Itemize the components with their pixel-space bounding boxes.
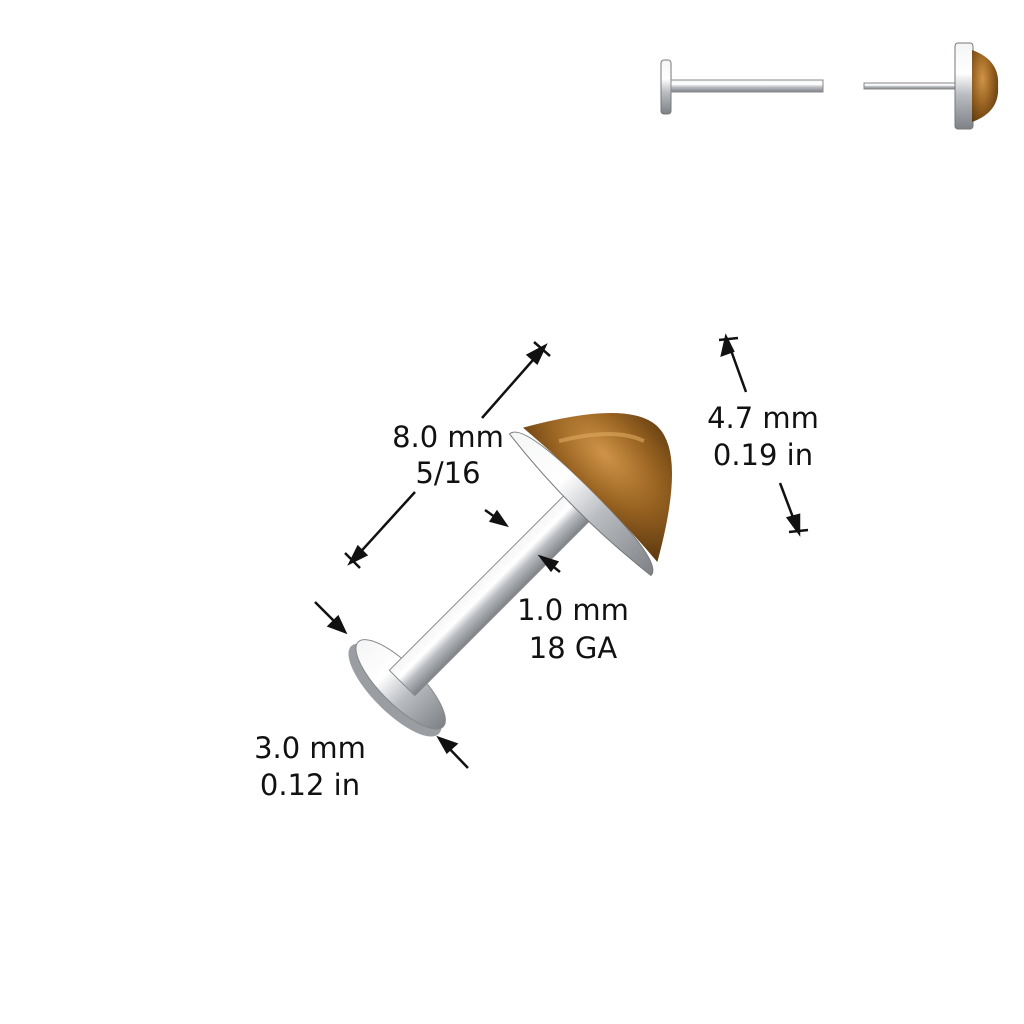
top-height-imperial-label: 0.19 in	[713, 438, 813, 472]
top-height-metric-label: 4.7 mm	[707, 401, 819, 435]
length-metric-label: 8.0 mm	[392, 420, 504, 454]
gauge-metric-label: 1.0 mm	[517, 593, 629, 627]
thumbnail-side-view-top	[863, 42, 999, 130]
marquise-top	[508, 413, 672, 577]
disc-imperial-label: 0.12 in	[260, 768, 360, 802]
dimension-lines	[314, 333, 809, 769]
labret-stud	[348, 413, 672, 737]
thumbnail-side-view-post	[660, 59, 824, 115]
length-imperial-label: 5/16	[415, 456, 480, 490]
gauge-imperial-label: 18 GA	[529, 631, 618, 665]
disc-metric-label: 3.0 mm	[254, 731, 366, 765]
